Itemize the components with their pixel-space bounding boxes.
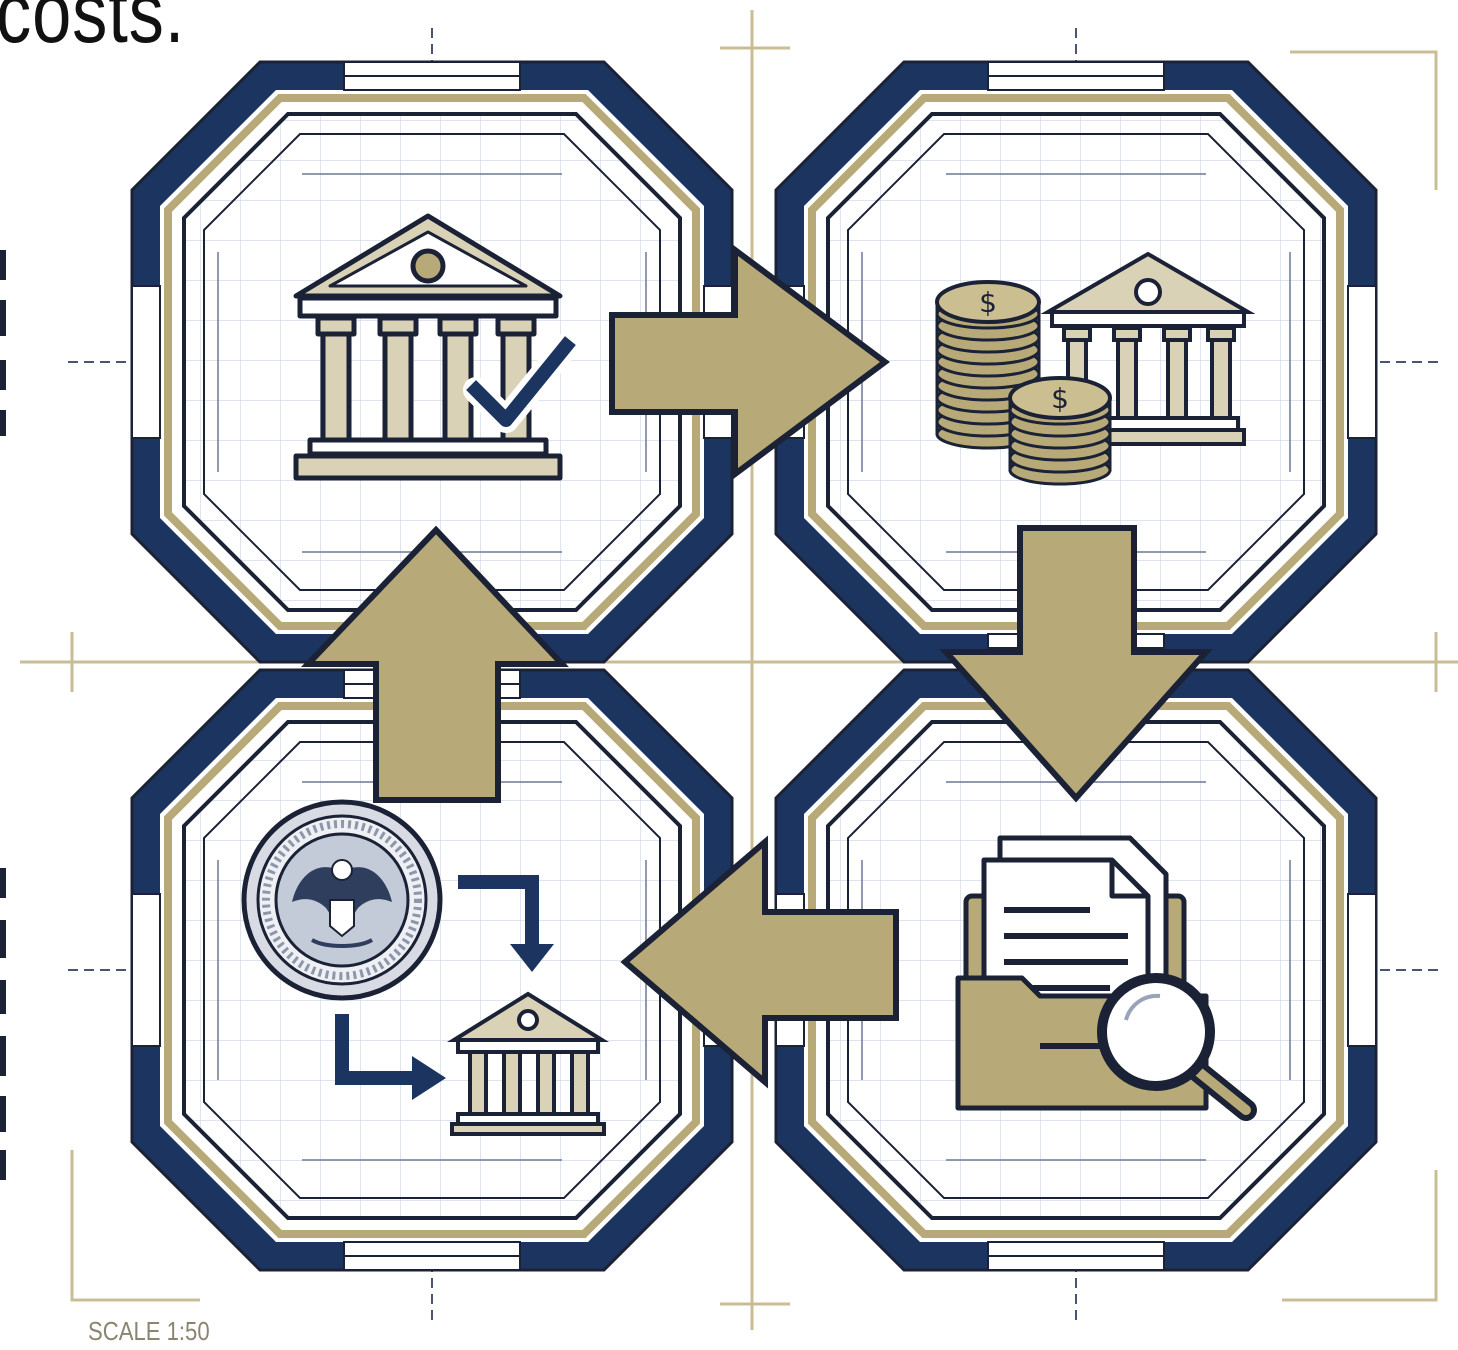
svg-text:$: $ <box>979 286 997 319</box>
folder-document-magnifier-icon <box>955 835 1257 1121</box>
svg-text:$: $ <box>1051 382 1069 415</box>
node-frame-top-left <box>130 60 734 664</box>
coins-and-bank-icon: $ $ <box>935 251 1256 486</box>
arrow-right <box>609 244 891 480</box>
small-bank-icon <box>446 991 610 1136</box>
arrow-up <box>300 525 569 803</box>
arrow-down <box>939 525 1213 803</box>
page-heading: costs. <box>0 0 186 61</box>
agency-seal-icon <box>241 799 443 1001</box>
flow-arrows <box>300 244 1213 1089</box>
seal-to-bank-icon <box>241 799 610 1136</box>
arrow-left <box>620 835 899 1089</box>
scale-label: SCALE 1:50 <box>88 1316 210 1346</box>
margin-dashes <box>0 250 6 1180</box>
bank-building-checkmark-icon <box>293 213 579 481</box>
